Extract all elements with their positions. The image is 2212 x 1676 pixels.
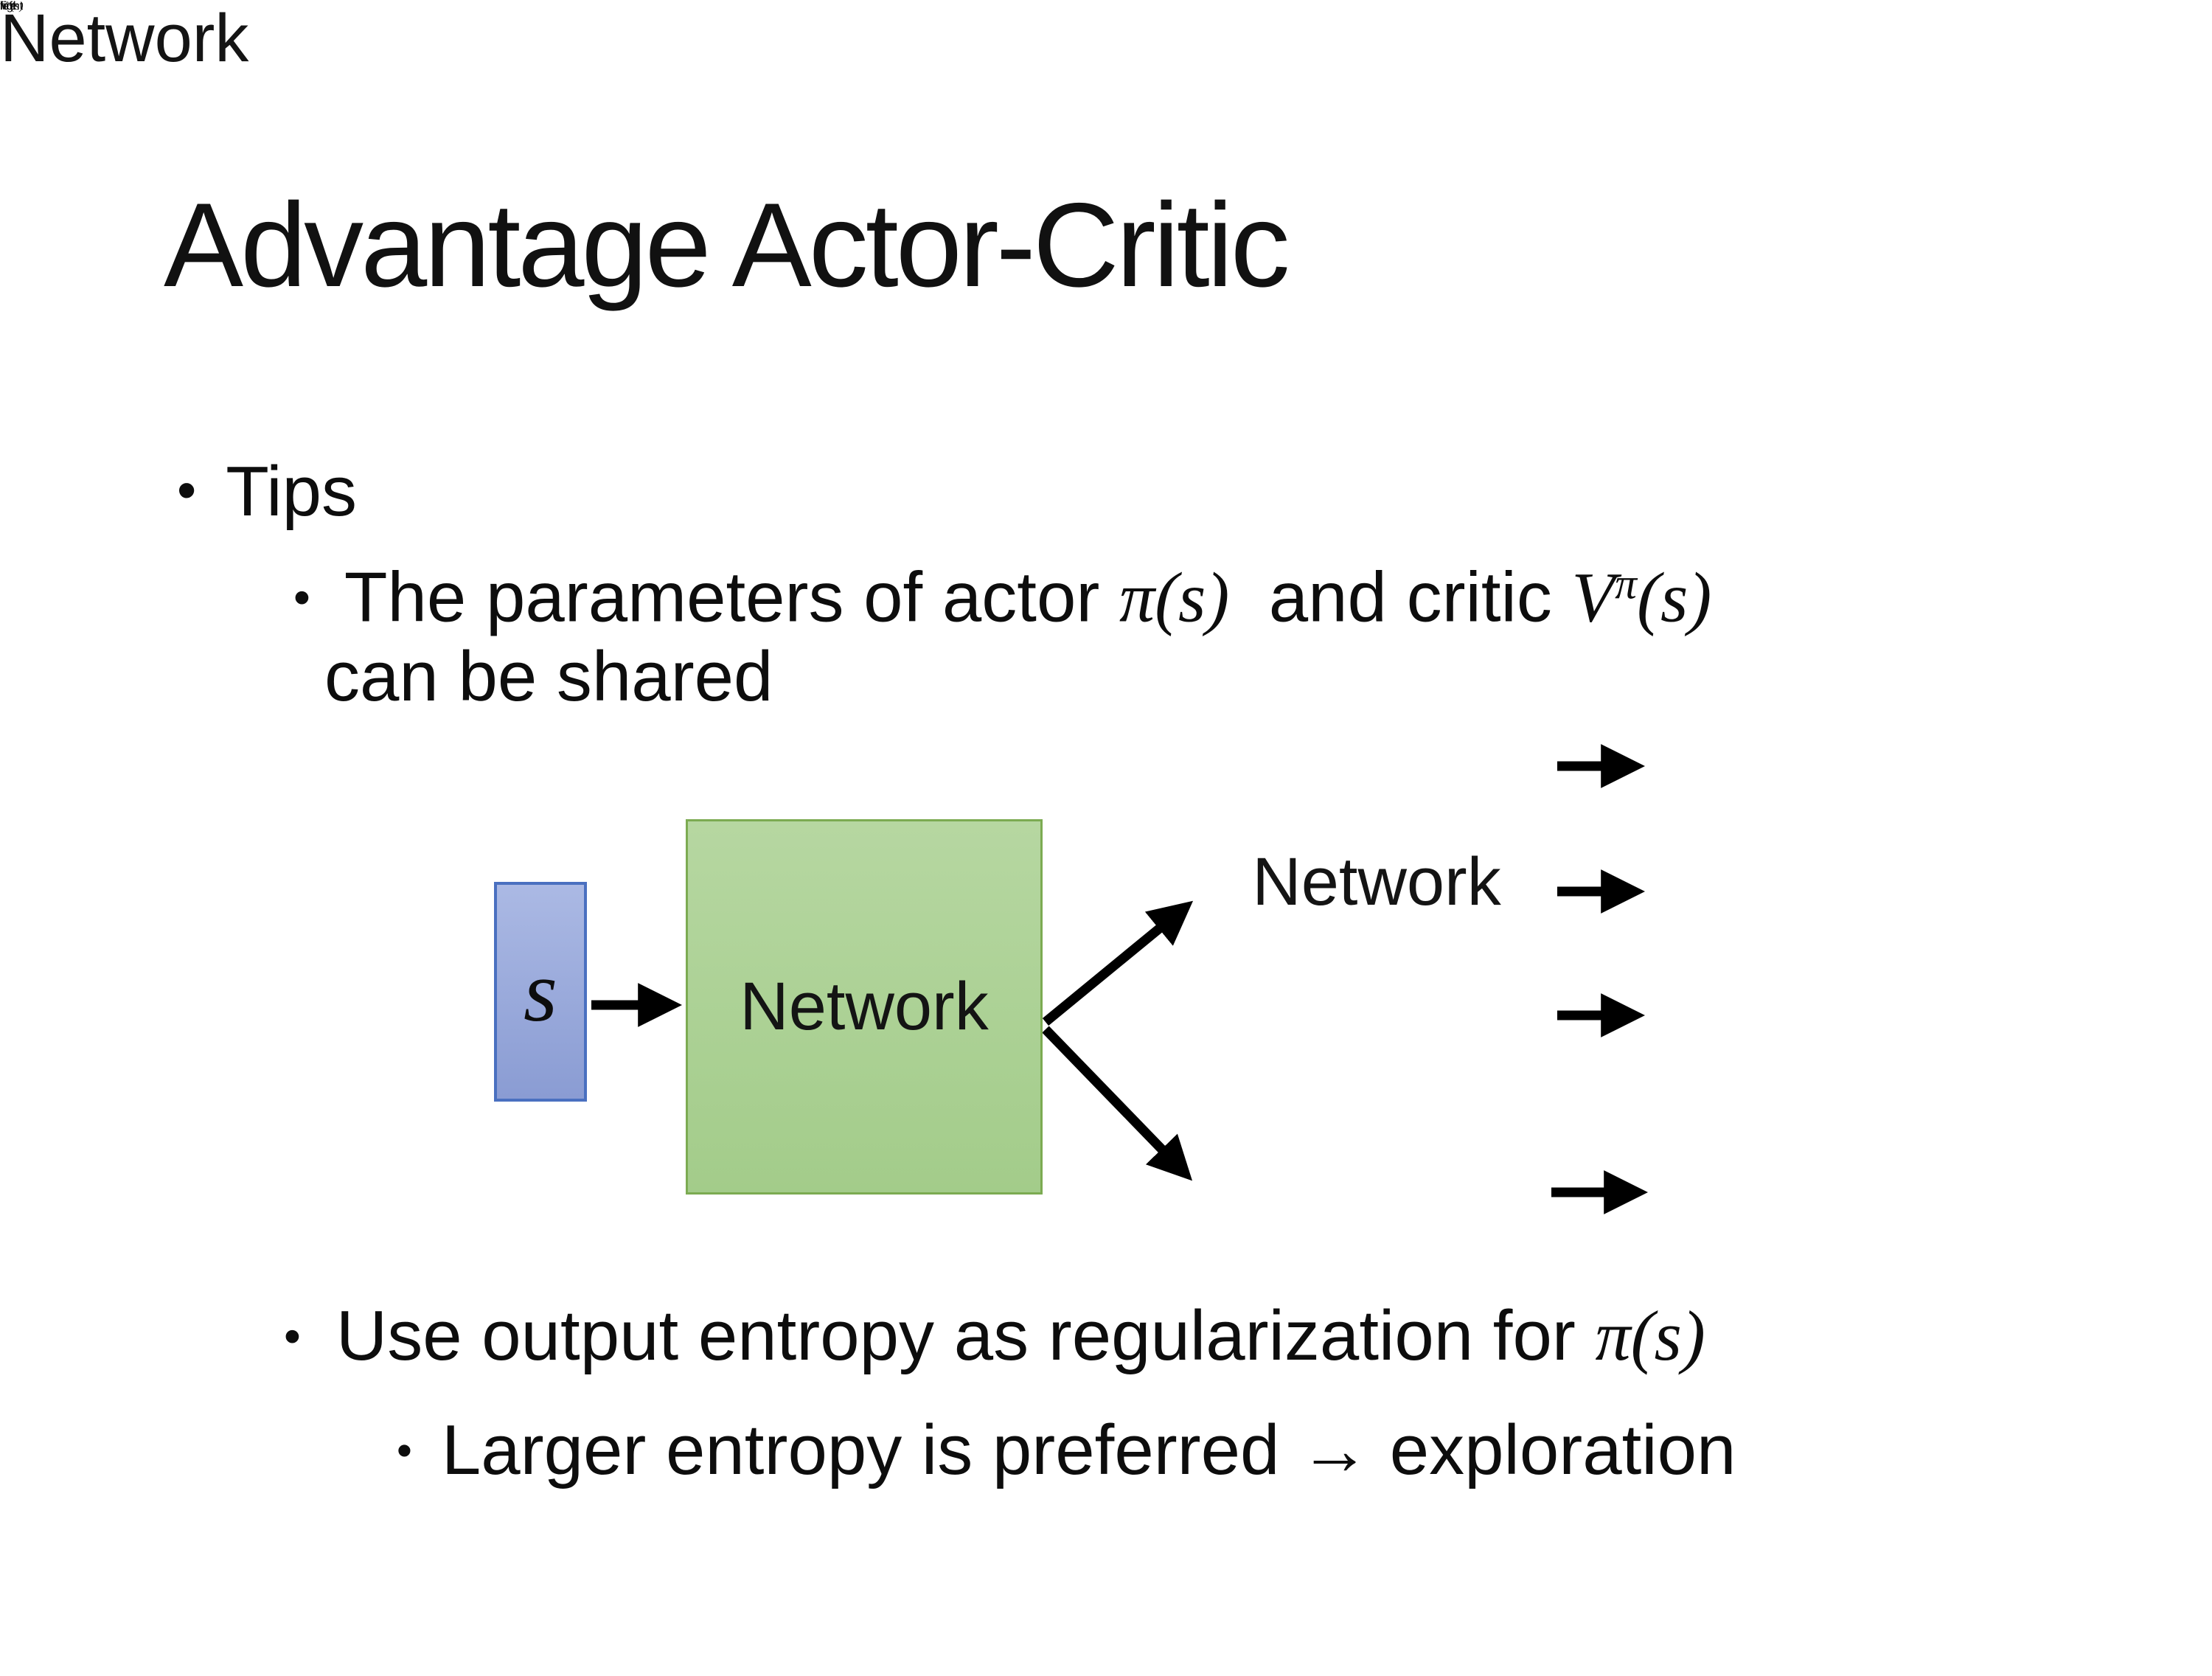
shared-parameters-line2: can be shared: [324, 637, 773, 717]
bullet-icon: •: [293, 570, 310, 624]
value-formula-sup: π: [7, 0, 11, 8]
state-label: s: [524, 943, 557, 1040]
bullet-exploration: • Larger entropy is preferred → explorati…: [397, 1410, 1736, 1491]
action-label-left: left: [0, 0, 16, 13]
entropy-formula: π(s): [1595, 1296, 1705, 1375]
shared-network-label: Network: [740, 969, 989, 1044]
bullet-shared-parameters: • The parameters of actor π(s) and critic…: [293, 557, 1711, 717]
slide-title: Advantage Actor-Critic: [164, 178, 1290, 312]
critic-network-box: Network: [0, 0, 248, 77]
diagram-arrows: [591, 744, 1649, 1214]
actor-network-label: Network: [1252, 844, 1501, 919]
action-box-right: right: [0, 0, 23, 13]
shared-text-prefix: The parameters of actor: [344, 557, 1119, 637]
shared-text-middle: and critic: [1229, 557, 1572, 637]
shared-parameters-line1: • The parameters of actor π(s) and critic…: [293, 557, 1711, 637]
bullet-entropy: • Use output entropy as regularization fo…: [284, 1295, 1705, 1377]
critic-network-label: Network: [0, 1, 249, 76]
value-formula-args: (s): [10, 0, 24, 13]
action-label-right: right: [0, 0, 24, 13]
shared-network-box: Network: [686, 819, 1043, 1195]
value-formula: Vπ(s): [0, 0, 2212, 13]
critic-formula-sup: π: [1615, 559, 1637, 608]
entropy-text-prefix: Use output entropy as regularization for: [335, 1296, 1596, 1375]
critic-formula-base: V: [1571, 557, 1615, 637]
state-input-box: s: [494, 882, 587, 1102]
action-box-fire: fire: [0, 0, 16, 13]
actor-formula: π(s): [1119, 557, 1230, 637]
value-formula-base: V: [0, 0, 7, 13]
arrow-shared-to-critic: [1042, 1026, 1193, 1181]
tips-label: Tips: [226, 452, 358, 531]
critic-formula-args: (s): [1637, 557, 1712, 637]
actor-network-box: Network: [1200, 698, 1554, 1065]
action-box-left: left: [0, 0, 15, 13]
bullet-icon: •: [177, 459, 197, 521]
exploration-text: Larger entropy is preferred → exploratio…: [441, 1411, 1736, 1489]
bullet-tips: • Tips: [177, 451, 357, 532]
arrow-shared-to-actor: [1042, 900, 1194, 1026]
bullet-icon: •: [284, 1308, 301, 1363]
bullet-icon: •: [397, 1425, 412, 1475]
action-label-fire: fire: [0, 0, 17, 13]
